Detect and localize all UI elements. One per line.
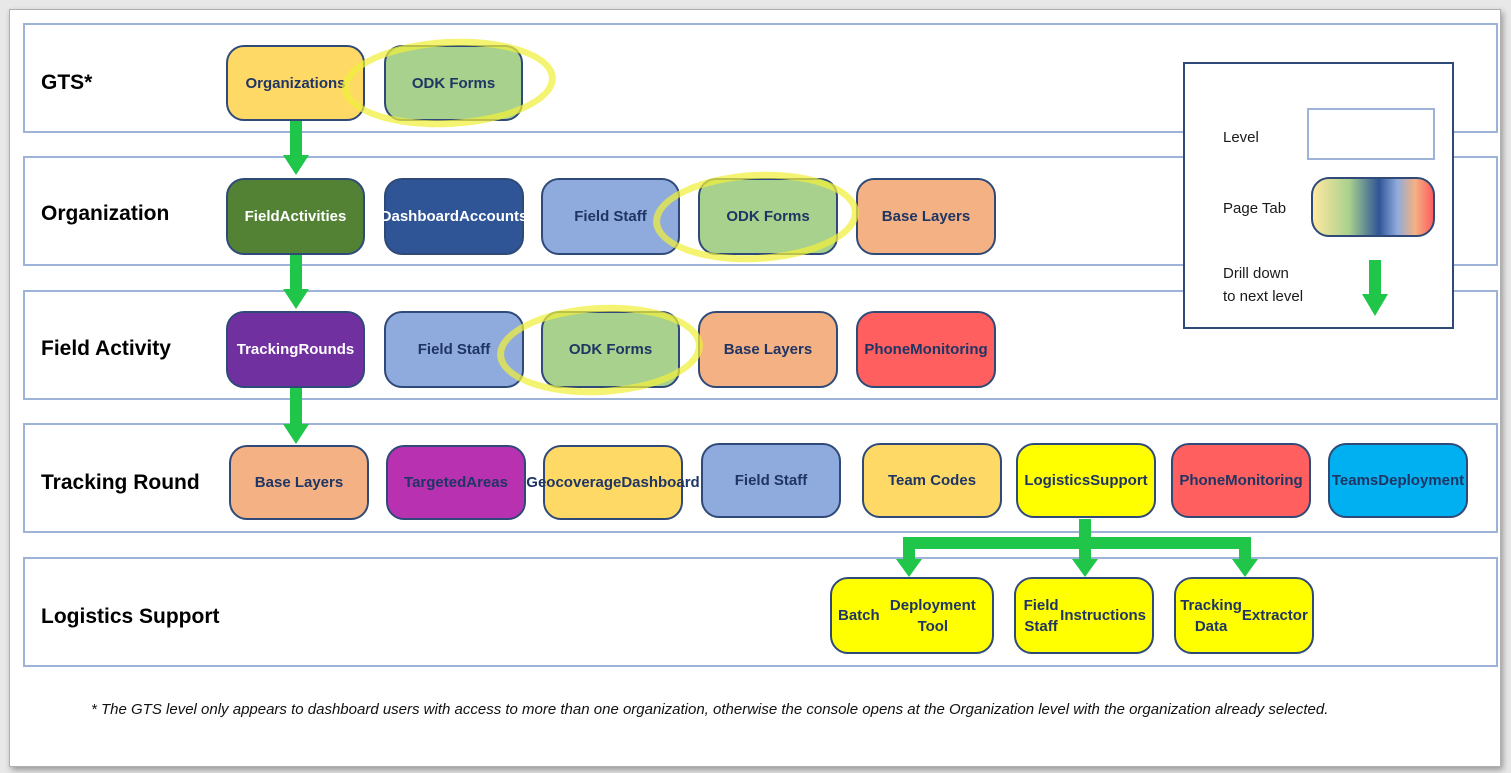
tab-phone-monitoring[interactable]: Phone Monitoring xyxy=(856,311,996,388)
tab-dashboard-accounts[interactable]: Dashboard Accounts xyxy=(381,178,527,255)
tab-base-layers[interactable]: Base Layers xyxy=(856,178,996,255)
level-label-field-activity: Field Activity xyxy=(41,337,171,360)
tab-team-codes[interactable]: Team Codes xyxy=(862,443,1002,518)
tab-logistics-support[interactable]: Logistics Support xyxy=(1016,443,1156,518)
level-label-organization: Organization xyxy=(41,202,170,225)
tab-teams-deployment[interactable]: Teams Deployment xyxy=(1328,443,1468,518)
tab-field-staff-instructions[interactable]: Field Staff Instructions xyxy=(1014,577,1154,654)
tab-geocoverage-dashboard[interactable]: Geocoverage Dashboard xyxy=(526,445,700,520)
tab-field-activities[interactable]: Field Activities xyxy=(226,178,365,255)
level-label-logistics-support: Logistics Support xyxy=(41,605,220,628)
tab-odk-forms[interactable]: ODK Forms xyxy=(541,311,680,388)
legend-drill-down-arrow-icon xyxy=(1362,260,1388,316)
tab-batch-deployment-tool[interactable]: Batch Deployment Tool xyxy=(830,577,994,654)
legend-level-label: Level xyxy=(1223,129,1259,146)
legend: Level Page Tab Drill down to next level xyxy=(1183,62,1454,329)
tab-targeted-areas[interactable]: Targeted Areas xyxy=(386,445,526,520)
tab-odk-forms[interactable]: ODK Forms xyxy=(384,45,523,121)
level-label-gts: GTS* xyxy=(41,71,93,94)
legend-drill-down-label: Drill down to next level xyxy=(1223,265,1304,305)
legend-page-tab-label: Page Tab xyxy=(1223,200,1287,217)
tab-tracking-data-extractor[interactable]: Tracking Data Extractor xyxy=(1174,577,1314,654)
diagram-frame: GTS* Organization Field Activity Trackin… xyxy=(9,9,1501,767)
footnote: * The GTS level only appears to dashboar… xyxy=(91,701,1329,718)
tab-tracking-rounds[interactable]: Tracking Rounds xyxy=(226,311,365,388)
tab-odk-forms[interactable]: ODK Forms xyxy=(698,178,838,255)
legend-page-tab-swatch xyxy=(1311,177,1435,237)
tab-field-staff[interactable]: Field Staff xyxy=(701,443,841,518)
tab-field-staff[interactable]: Field Staff xyxy=(384,311,524,388)
tab-organizations[interactable]: Organizations xyxy=(226,45,365,121)
tab-field-staff[interactable]: Field Staff xyxy=(541,178,680,255)
drill-arrow-shaft xyxy=(903,537,1251,549)
legend-level-swatch xyxy=(1307,108,1435,160)
level-label-tracking-round: Tracking Round xyxy=(41,471,200,494)
tab-base-layers[interactable]: Base Layers xyxy=(698,311,838,388)
tab-base-layers[interactable]: Base Layers xyxy=(229,445,369,520)
tab-phone-monitoring[interactable]: Phone Monitoring xyxy=(1171,443,1311,518)
